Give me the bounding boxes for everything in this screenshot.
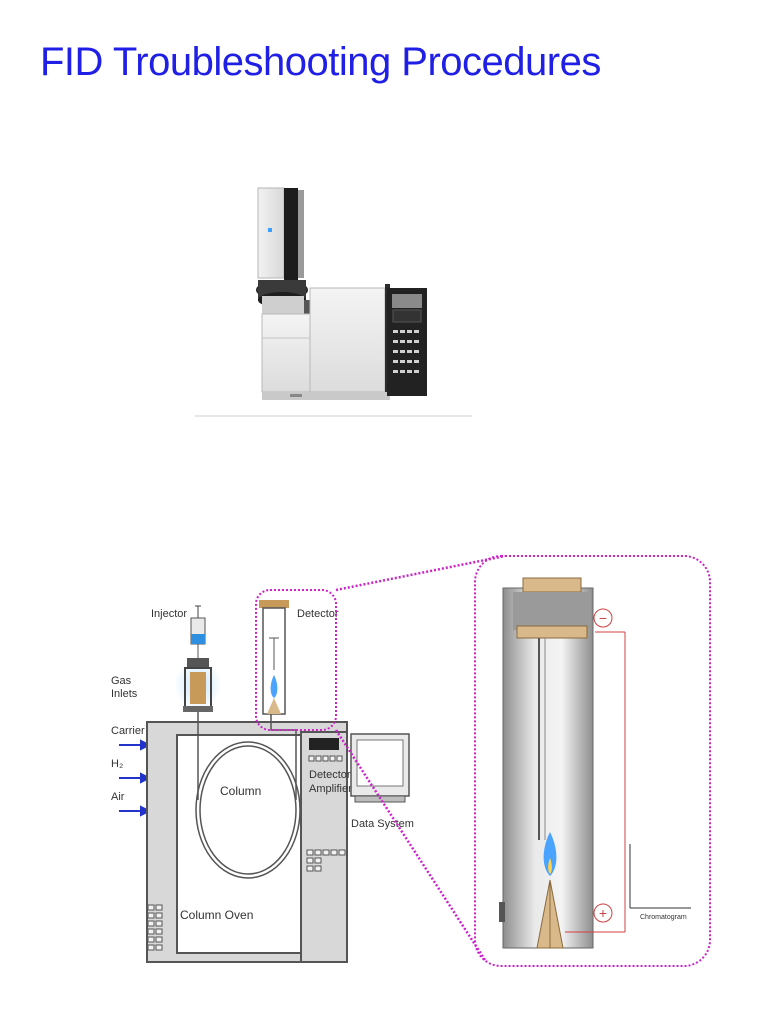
- gc-instrument-photo: [140, 118, 610, 493]
- minus-electrode-sign: −: [599, 610, 607, 626]
- column-label: Column: [220, 784, 261, 798]
- detector-amplifier-label-2: Amplifier: [309, 783, 352, 795]
- detector-callout-box: [255, 589, 337, 731]
- gc-main-body: [261, 284, 390, 400]
- page-title: FID Troubleshooting Procedures: [40, 40, 601, 84]
- gas-inlet-arrows: [119, 739, 152, 817]
- plus-electrode-sign: +: [599, 905, 607, 921]
- data-system-label: Data System: [351, 818, 414, 830]
- chromatogram-label: Chromatogram: [640, 914, 687, 921]
- injector-port: [183, 658, 213, 712]
- injector-label: Injector: [151, 608, 187, 620]
- callout-line-top: [335, 554, 506, 592]
- detector-enlarged-box: [474, 555, 711, 967]
- gc-control-panel: [387, 288, 427, 396]
- gas-inlets-label-2: Inlets: [111, 688, 138, 700]
- detector-circuit: [565, 608, 626, 933]
- detector-amplifier-label: Detector: [309, 769, 351, 781]
- gas-inlets-label: Gas: [111, 675, 132, 687]
- autosampler-tower: [256, 187, 316, 314]
- h2-label: H₂: [111, 758, 123, 770]
- column-oven-label: Column Oven: [180, 908, 253, 922]
- detector-label: Detector: [297, 608, 339, 620]
- fid-schematic-diagram: Gas Inlets Carrier H₂ Air Injector: [55, 540, 745, 980]
- carrier-label: Carrier: [111, 725, 145, 737]
- detector-small: [259, 600, 289, 715]
- callout-line-bottom: [334, 729, 487, 961]
- chromatogram-axes: [629, 844, 691, 909]
- detector-amplifier-unit: [300, 731, 348, 963]
- air-label: Air: [111, 791, 125, 803]
- injector-syringe: [190, 605, 206, 658]
- detector-enlarged: [499, 577, 594, 949]
